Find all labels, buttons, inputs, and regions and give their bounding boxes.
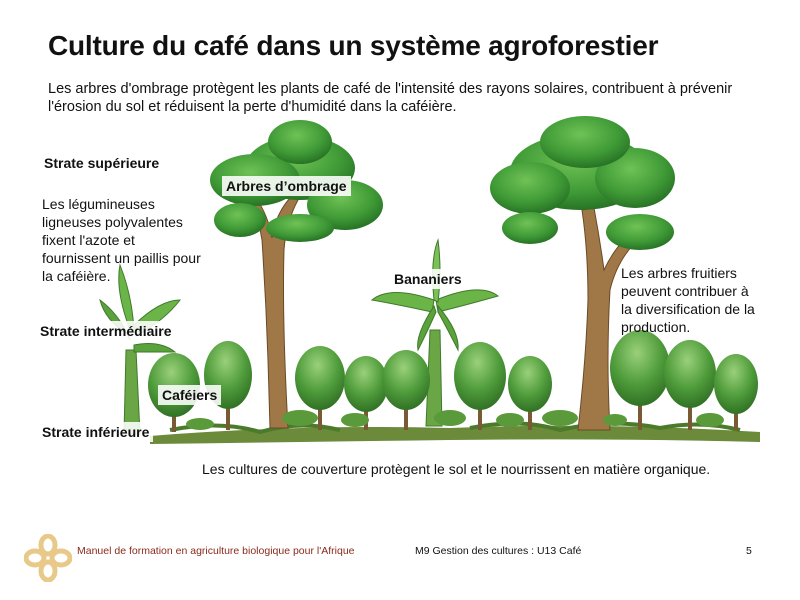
banana-plant-middle (370, 238, 500, 427)
footer-manual-title: Manuel de formation en agriculture biolo… (77, 545, 355, 557)
note-arbres-fruitiers: Les arbres fruitiers peuvent contribuer … (621, 265, 755, 335)
note-legumineuses: Les légumineuses ligneuses polyvalentes … (42, 196, 201, 284)
label-arbres-ombrage: Arbres d’ombrage (222, 176, 351, 196)
manual-logo-icon (24, 534, 72, 582)
fruit-tree-right (490, 116, 675, 431)
label-strate-inferieure: Strate inférieure (38, 422, 154, 442)
page-number: 5 (746, 545, 752, 557)
page-title: Culture du café dans un système agrofore… (48, 30, 659, 61)
footer-module: M9 Gestion des cultures : U13 Café (415, 545, 582, 557)
label-strate-superieure: Strate supérieure (44, 155, 160, 171)
intro-text: Les arbres d'ombrage protègent les plant… (48, 81, 733, 115)
banana-plant-left (99, 263, 182, 435)
label-strate-intermediaire: Strate intermédiaire (36, 321, 176, 341)
cover-crop (186, 410, 724, 430)
label-cafeiers: Caféiers (158, 385, 222, 405)
label-bananiers: Bananiers (390, 269, 466, 289)
note-cultures-couverture: Les cultures de couverture protègent le … (202, 461, 711, 477)
